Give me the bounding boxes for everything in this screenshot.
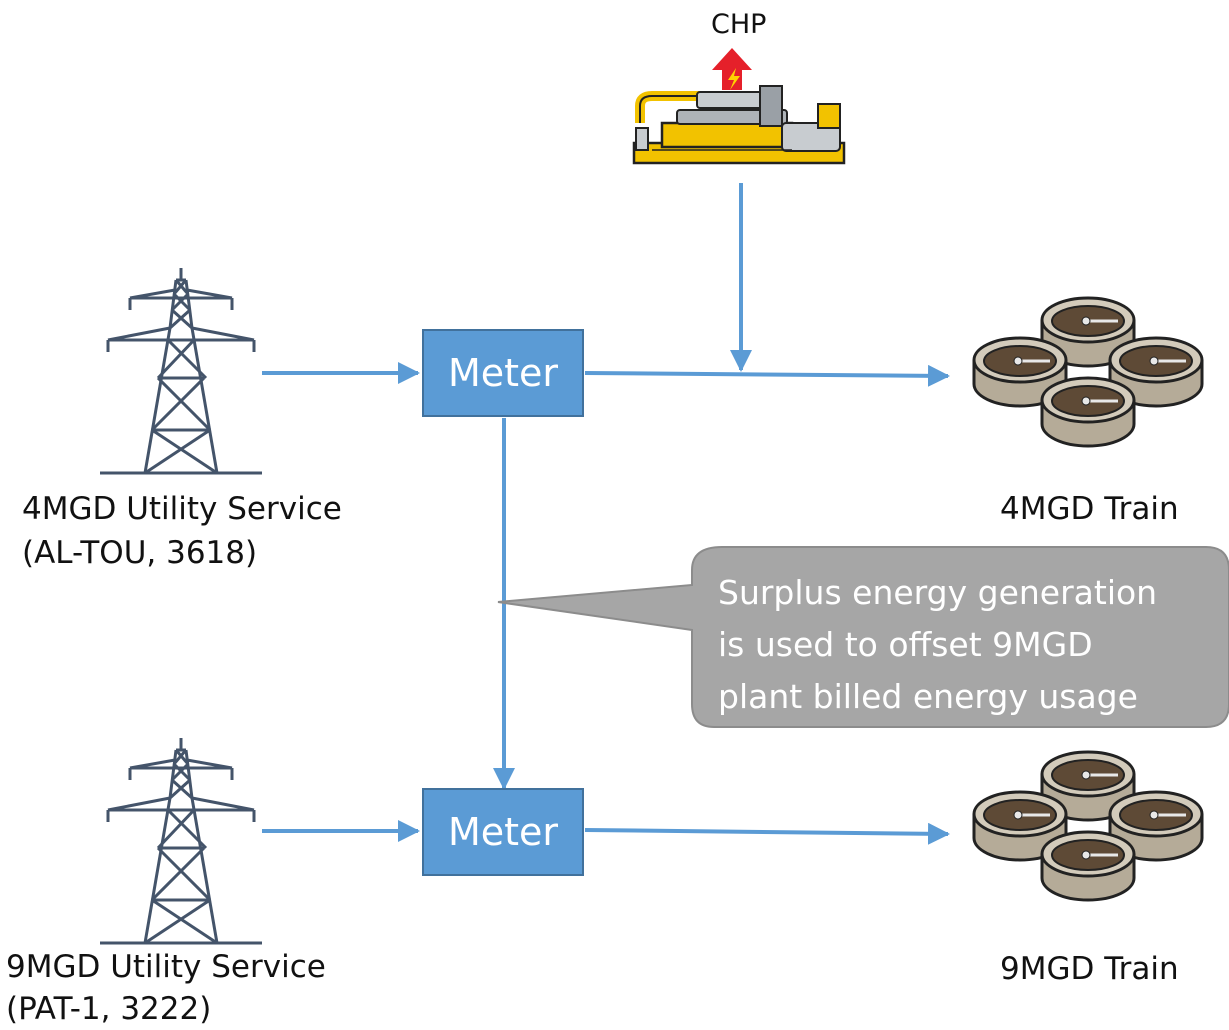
clarifier-tanks-icon-9mgd [974, 752, 1202, 900]
transmission-tower-icon-bottom [98, 736, 264, 945]
chp-label: CHP [711, 9, 767, 40]
chp-generator-icon [632, 48, 846, 165]
clarifier-tanks-icon-4mgd [974, 298, 1202, 446]
train-4mgd-label: 4MGD Train [1000, 491, 1179, 527]
meter-box-9mgd[interactable]: Meter [422, 788, 584, 876]
train-9mgd-label: 9MGD Train [1000, 951, 1179, 987]
callout-line: is used to offset 9MGD [718, 625, 1093, 664]
utility-9mgd-label-line1: 9MGD Utility Service [6, 949, 326, 985]
transmission-tower-icon-top [98, 266, 264, 475]
callout-line: plant billed energy usage [718, 677, 1138, 716]
lightning-bolt-icon [728, 68, 740, 90]
callout-text: Surplus energy generation is used to off… [718, 567, 1198, 723]
utility-4mgd-label-line1: 4MGD Utility Service [22, 491, 342, 527]
utility-9mgd-label-line2: (PAT-1, 3222) [6, 991, 212, 1027]
utility-4mgd-label-line2: (AL-TOU, 3618) [22, 535, 258, 571]
arrow-meter-to-train9 [584, 822, 950, 845]
meter-box-4mgd[interactable]: Meter [422, 329, 584, 417]
callout-line: Surplus energy generation [718, 573, 1158, 612]
callout-bubble [497, 546, 1229, 728]
arrow-meter-to-train4 [584, 364, 950, 387]
